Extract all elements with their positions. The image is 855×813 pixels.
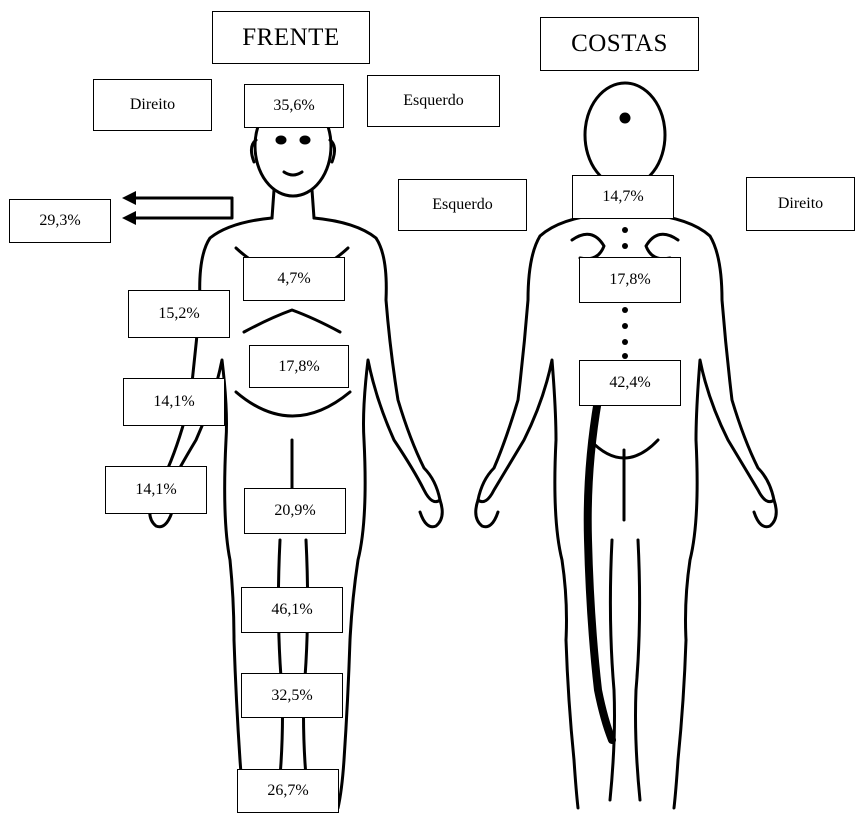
upper-back-percentage: 17,8% (579, 257, 681, 303)
back-title: COSTAS (540, 17, 699, 71)
upper-arm-percentage: 15,2% (128, 290, 230, 338)
front-title: FRENTE (212, 11, 370, 64)
front-eye-left (277, 137, 285, 143)
front-pelvis (236, 392, 350, 416)
front-mouth (284, 172, 302, 175)
arrowhead-lower (122, 211, 136, 225)
leg-percentage: 32,5% (241, 673, 343, 718)
back-right-hand (754, 500, 776, 527)
back-leg-inner-right (636, 540, 641, 800)
front-left-hand (420, 500, 442, 527)
back-scapula-left (572, 234, 604, 259)
thigh-percentage: 20,9% (244, 488, 346, 534)
neck-percentage: 14,7% (572, 175, 674, 219)
shoulder-percentage: 29,3% (9, 199, 111, 243)
back-head (585, 83, 665, 187)
hand-percentage: 14,1% (105, 466, 207, 514)
front-leg-inner-left (278, 540, 283, 800)
back-right-side-label: Direito (746, 177, 855, 231)
front-leg-inner-right (304, 540, 309, 800)
abdomen-percentage: 17,8% (249, 345, 349, 388)
foot-percentage: 26,7% (237, 769, 339, 813)
forearm-percentage: 14,1% (123, 378, 225, 426)
head-percentage: 35,6% (244, 84, 344, 128)
front-eye-right (301, 137, 309, 143)
front-neck-right (312, 190, 314, 218)
arrow-lower (128, 198, 232, 218)
front-chest-line (244, 310, 340, 332)
chest-percentage: 4,7% (243, 257, 345, 301)
knee-percentage: 46,1% (241, 587, 343, 633)
back-leg-inner-left (610, 540, 615, 800)
lower-back-percentage: 42,4% (579, 360, 681, 406)
shoulder-arrows (128, 198, 232, 218)
front-neck-left (272, 190, 274, 218)
front-left-side-label: Esquerdo (367, 75, 500, 127)
back-scapula-right (646, 234, 678, 259)
front-right-side-label: Direito (93, 79, 212, 131)
arrowhead-upper (122, 191, 136, 205)
back-left-hand (476, 500, 498, 527)
back-leg-pain-band (588, 400, 612, 740)
back-left-side-label: Esquerdo (398, 179, 527, 231)
back-head-dot (621, 114, 629, 122)
